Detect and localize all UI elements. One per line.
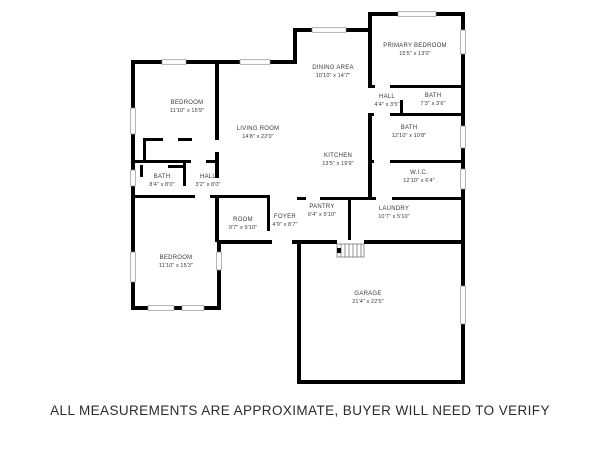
room-label-bedroom-top-left: BEDROOM 11'10" x 15'9" bbox=[170, 100, 204, 114]
room-label-pantry: PANTRY 6'4" x 5'10" bbox=[308, 204, 336, 218]
room-label-kitchen: KITCHEN 13'5" x 19'9" bbox=[322, 153, 353, 167]
room-label-bath-left: BATH 8'4" x 8'0" bbox=[149, 174, 174, 188]
room-label-room: ROOM 9'7" x 9'10" bbox=[229, 217, 257, 231]
room-name: BATH bbox=[153, 173, 171, 180]
windows bbox=[130, 11, 466, 325]
room-dims: 7'3" x 3'6" bbox=[420, 100, 446, 107]
room-dims: 4'4" x 3'5" bbox=[374, 101, 400, 108]
room-label-garage: GARAGE 21'4" x 22'5" bbox=[352, 291, 383, 305]
room-name: PRIMARY BEDROOM bbox=[383, 42, 447, 49]
room-name: LIVING ROOM bbox=[236, 125, 280, 132]
room-label-bath-primary: BATH 12'10" x 10'8" bbox=[392, 125, 427, 139]
room-name: HALL bbox=[378, 93, 395, 100]
room-dims: 10'10" x 14'7" bbox=[315, 72, 351, 79]
room-name: LAUNDRY bbox=[378, 205, 410, 212]
room-name: DINING AREA bbox=[312, 64, 354, 71]
room-label-foyer: FOYER 4'9" x 8'7" bbox=[272, 214, 297, 228]
room-label-living-room: LIVING ROOM 14'8" x 22'0" bbox=[237, 126, 280, 140]
room-dims: 15'5" x 13'0" bbox=[399, 50, 431, 57]
room-name: PANTRY bbox=[309, 203, 335, 210]
room-dims: 21'4" x 22'5" bbox=[352, 298, 384, 305]
room-dims: 13'5" x 19'9" bbox=[322, 160, 354, 167]
room-dims: 12'10" x 10'8" bbox=[391, 132, 427, 139]
room-name: ROOM bbox=[233, 216, 253, 223]
room-name: BATH bbox=[400, 124, 418, 131]
room-dims: 3'2" x 8'0" bbox=[195, 181, 221, 188]
room-name: FOYER bbox=[274, 213, 296, 220]
room-name: HALL bbox=[199, 173, 216, 180]
room-name: BEDROOM bbox=[170, 99, 204, 106]
steps-icon bbox=[336, 243, 365, 258]
room-name: KITCHEN bbox=[323, 152, 353, 159]
room-name: BEDROOM bbox=[159, 254, 193, 261]
room-name: GARAGE bbox=[354, 290, 382, 297]
room-dims: 9'7" x 9'10" bbox=[228, 224, 258, 231]
room-label-hall-upper: HALL 4'4" x 3'5" bbox=[374, 94, 399, 108]
room-dims: 11'10" x 15'9" bbox=[169, 107, 205, 114]
disclaimer-text: ALL MEASUREMENTS ARE APPROXIMATE, BUYER … bbox=[50, 403, 550, 418]
room-dims: 11'10" x 15'3" bbox=[158, 262, 194, 269]
room-label-dining-area: DINING AREA 10'10" x 14'7" bbox=[312, 65, 353, 79]
room-label-bedroom-bottom-left: BEDROOM 11'10" x 15'3" bbox=[159, 255, 193, 269]
room-dims: 10'7" x 5'10" bbox=[378, 213, 410, 220]
room-dims: 6'4" x 5'10" bbox=[307, 211, 337, 218]
room-label-wic: W.I.C. 12'10" x 6'4" bbox=[403, 170, 434, 184]
room-dims: 8'4" x 8'0" bbox=[149, 181, 175, 188]
room-label-hall-left: HALL 3'2" x 8'0" bbox=[195, 174, 220, 188]
interior-walls bbox=[131, 32, 465, 244]
room-label-primary-bedroom: PRIMARY BEDROOM 15'5" x 13'0" bbox=[383, 43, 447, 57]
room-label-bath-small: BATH 7'3" x 3'6" bbox=[420, 93, 445, 107]
room-dims: 12'10" x 6'4" bbox=[403, 177, 435, 184]
room-dims: 4'9" x 8'7" bbox=[272, 221, 298, 228]
room-dims: 14'8" x 22'0" bbox=[242, 133, 274, 140]
room-name: W.I.C. bbox=[410, 169, 428, 176]
room-name: BATH bbox=[424, 92, 442, 99]
room-label-laundry: LAUNDRY 10'7" x 5'10" bbox=[378, 206, 409, 220]
